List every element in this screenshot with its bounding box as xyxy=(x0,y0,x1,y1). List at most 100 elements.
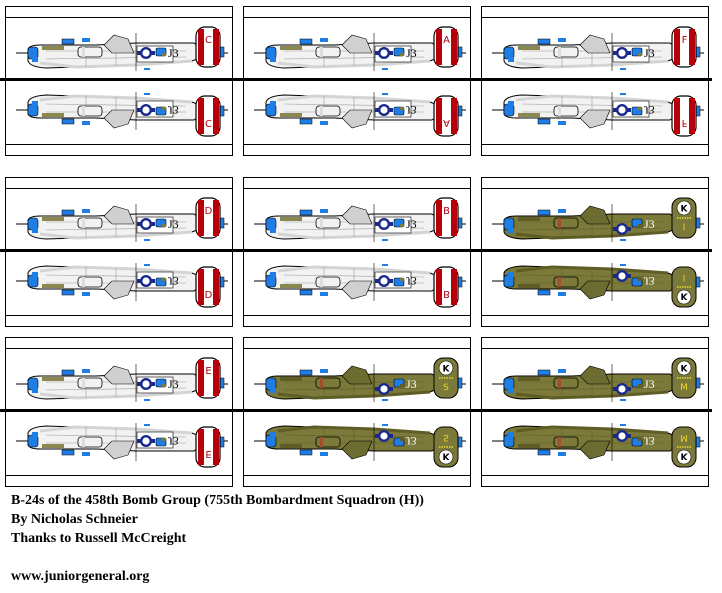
b24-plane-underside: J3 E xyxy=(16,423,228,468)
fold-line xyxy=(476,409,712,412)
fuselage-code: J3 xyxy=(644,274,655,288)
fuselage-code: J3 xyxy=(406,434,417,448)
star-insignia xyxy=(137,275,155,287)
tail-fin: C xyxy=(195,26,221,68)
fold-line xyxy=(238,409,476,412)
panel-top-band xyxy=(482,338,708,349)
counter-panel: J3 C J3 xyxy=(5,6,233,156)
svg-text:M: M xyxy=(680,432,688,442)
svg-text:A: A xyxy=(443,117,450,128)
b24-plane-underside: J3 C xyxy=(16,92,228,137)
b24-plane-top: J3 K I xyxy=(492,197,704,242)
star-insignia xyxy=(137,104,155,116)
counter-panel: J3 K I xyxy=(481,177,709,327)
panel-top-band xyxy=(482,7,708,18)
b24-plane-top: J3 B xyxy=(254,197,466,242)
counter-panel: J3 K S xyxy=(243,337,471,487)
fuselage-code: J3 xyxy=(168,217,179,231)
panel-bottom-band xyxy=(6,315,232,326)
engine-nacelle xyxy=(315,46,341,58)
b24-plane-underside: J3 K S xyxy=(254,423,466,468)
fuselage-code: J3 xyxy=(406,274,417,288)
tail-fin: E xyxy=(195,357,221,399)
engine-nacelle xyxy=(553,217,579,229)
svg-text:K: K xyxy=(681,291,689,301)
counter-panel: J3 E J3 xyxy=(5,337,233,487)
svg-text:D: D xyxy=(205,288,213,299)
sheet-title: B-24s of the 458th Bomb Group (755th Bom… xyxy=(11,493,424,508)
tail-fin: F xyxy=(671,26,697,68)
panel-top-band xyxy=(244,338,470,349)
thanks-credit: Thanks to Russell McCreight xyxy=(11,531,187,546)
tail-fin: K I xyxy=(671,197,697,239)
tail-fin: K S xyxy=(433,426,459,468)
star-insignia xyxy=(137,435,155,447)
svg-text:F: F xyxy=(682,117,688,128)
engine-nacelle xyxy=(553,46,579,58)
svg-text:C: C xyxy=(205,117,212,128)
star-insignia xyxy=(613,47,631,59)
star-insignia xyxy=(613,270,631,282)
fuselage-code: J3 xyxy=(644,377,655,391)
star-insignia xyxy=(375,383,393,395)
engine-nacelle xyxy=(77,276,103,288)
b24-plane-top: J3 C xyxy=(16,26,228,71)
engine-nacelle xyxy=(553,436,579,448)
svg-text:F: F xyxy=(682,35,688,46)
svg-text:C: C xyxy=(205,35,212,46)
star-insignia xyxy=(375,47,393,59)
fuselage-code: J3 xyxy=(406,377,417,391)
fold-line xyxy=(0,78,238,81)
fuselage-code: J3 xyxy=(406,46,417,60)
panel-bottom-band xyxy=(244,315,470,326)
star-insignia xyxy=(137,378,155,390)
b24-plane-underside: J3 K M xyxy=(492,423,704,468)
tail-fin: E xyxy=(195,426,221,468)
engine-nacelle xyxy=(315,105,341,117)
fold-line xyxy=(0,409,238,412)
svg-text:K: K xyxy=(443,451,451,461)
engine-nacelle xyxy=(315,276,341,288)
b24-plane-underside: J3 D xyxy=(16,263,228,308)
star-insignia xyxy=(613,383,631,395)
fuselage-code: J3 xyxy=(406,217,417,231)
engine-nacelle xyxy=(553,377,579,389)
tail-fin: F xyxy=(671,95,697,137)
panel-top-band xyxy=(244,178,470,189)
counter-panel: J3 A J3 xyxy=(243,6,471,156)
tail-fin: K M xyxy=(671,426,697,468)
fuselage-code: J3 xyxy=(168,377,179,391)
tail-fin: B xyxy=(433,197,459,239)
fuselage-code: J3 xyxy=(168,46,179,60)
fold-line xyxy=(476,249,712,252)
star-insignia xyxy=(137,218,155,230)
engine-nacelle xyxy=(315,377,341,389)
fuselage-code: J3 xyxy=(644,46,655,60)
star-insignia xyxy=(375,275,393,287)
panel-top-band xyxy=(6,178,232,189)
tail-fin: D xyxy=(195,197,221,239)
fold-line xyxy=(238,78,476,81)
panel-bottom-band xyxy=(482,144,708,155)
fuselage-code: J3 xyxy=(168,274,179,288)
counter-panel: J3 B J3 xyxy=(243,177,471,327)
svg-text:K: K xyxy=(681,365,689,375)
panel-top-band xyxy=(244,7,470,18)
svg-text:I: I xyxy=(683,272,686,282)
engine-nacelle xyxy=(77,105,103,117)
svg-text:B: B xyxy=(443,206,450,217)
engine-nacelle xyxy=(77,217,103,229)
panel-bottom-band xyxy=(6,475,232,486)
panel-top-band xyxy=(482,178,708,189)
engine-nacelle xyxy=(77,377,103,389)
svg-text:M: M xyxy=(680,383,688,393)
star-insignia xyxy=(613,430,631,442)
website-link[interactable]: www.juniorgeneral.org xyxy=(11,569,150,584)
star-insignia xyxy=(613,104,631,116)
svg-text:I: I xyxy=(683,223,686,233)
panel-bottom-band xyxy=(244,144,470,155)
author-credit: By Nicholas Schneier xyxy=(11,512,138,527)
b24-plane-top: J3 K M xyxy=(492,357,704,402)
counter-panel: J3 F J3 xyxy=(481,6,709,156)
engine-nacelle xyxy=(315,217,341,229)
